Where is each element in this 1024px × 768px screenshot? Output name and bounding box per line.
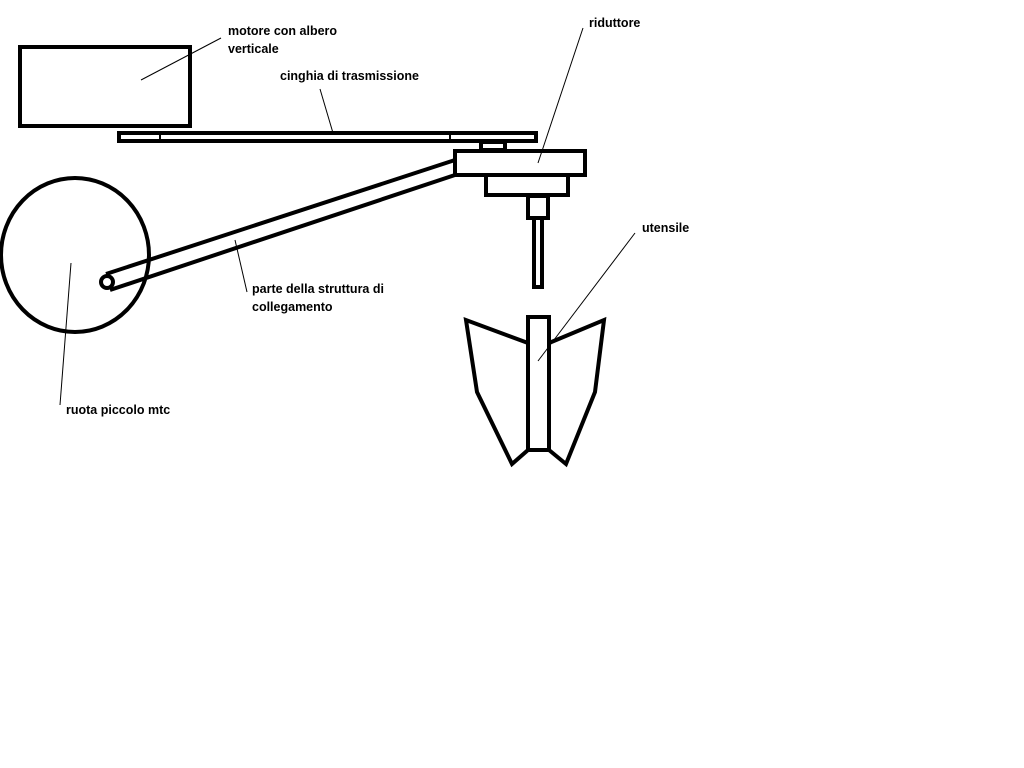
tool-blade — [463, 315, 607, 468]
label-reducer: riduttore — [589, 16, 641, 30]
reducer-box — [453, 149, 587, 177]
label-structure-line1: parte della struttura di — [252, 282, 384, 296]
label-belt: cinghia di trasmissione — [280, 69, 419, 83]
motor-box — [18, 45, 192, 128]
label-tool: utensile — [642, 221, 690, 235]
leader-wheel — [59, 262, 72, 406]
belt-shaft-connector — [479, 140, 507, 152]
label-motor-line2: verticale — [228, 42, 279, 56]
leader-structure — [234, 239, 248, 293]
small-wheel — [0, 176, 151, 334]
leader-tool — [537, 232, 636, 362]
chuck — [526, 194, 550, 220]
leader-motor — [140, 37, 222, 81]
connecting-arm — [99, 158, 456, 292]
reducer-lower-box — [484, 173, 570, 197]
transmission-belt — [117, 131, 538, 143]
label-motor-line1: motore con albero — [228, 24, 338, 38]
leader-reducer — [537, 27, 584, 164]
label-structure-line2: collegamento — [252, 300, 333, 314]
drive-shaft — [532, 216, 544, 289]
label-wheel: ruota piccolo mtc — [66, 403, 171, 417]
leader-belt — [319, 88, 334, 134]
